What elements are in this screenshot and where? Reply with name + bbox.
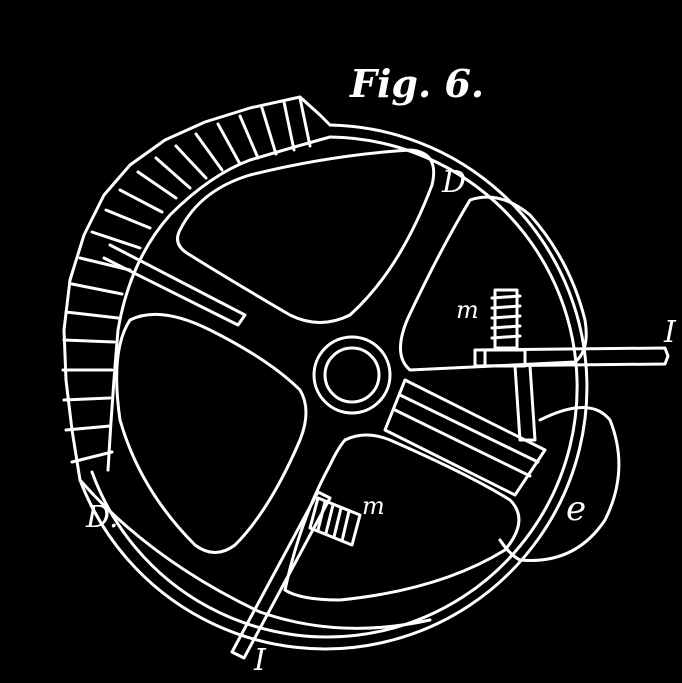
spoke-window-right	[399, 195, 588, 372]
spoke-window-upper-left	[176, 148, 436, 324]
rim-edge-lower	[78, 478, 432, 630]
slot-upper-left	[102, 243, 247, 327]
label-m-lower: m	[362, 492, 385, 520]
label-m-upper: m	[456, 296, 479, 324]
label-i-right: I	[663, 315, 677, 350]
label-e: e	[566, 489, 586, 529]
spoke-window-left	[115, 312, 308, 554]
label-d-top: D	[441, 165, 466, 200]
screw-lower	[308, 496, 362, 547]
graduated-sector	[61, 95, 332, 482]
clamp-block	[383, 378, 547, 497]
label-i-bottom: I	[253, 643, 267, 678]
hub	[312, 335, 392, 415]
lug-e	[498, 406, 621, 562]
rod-bottom	[230, 490, 332, 660]
rod-right	[473, 346, 670, 368]
figure-title: Fig. 6.	[349, 61, 484, 106]
label-d-bottom: D.	[85, 500, 119, 535]
rod-drop-arm	[513, 364, 537, 442]
screw-upper	[490, 288, 522, 350]
